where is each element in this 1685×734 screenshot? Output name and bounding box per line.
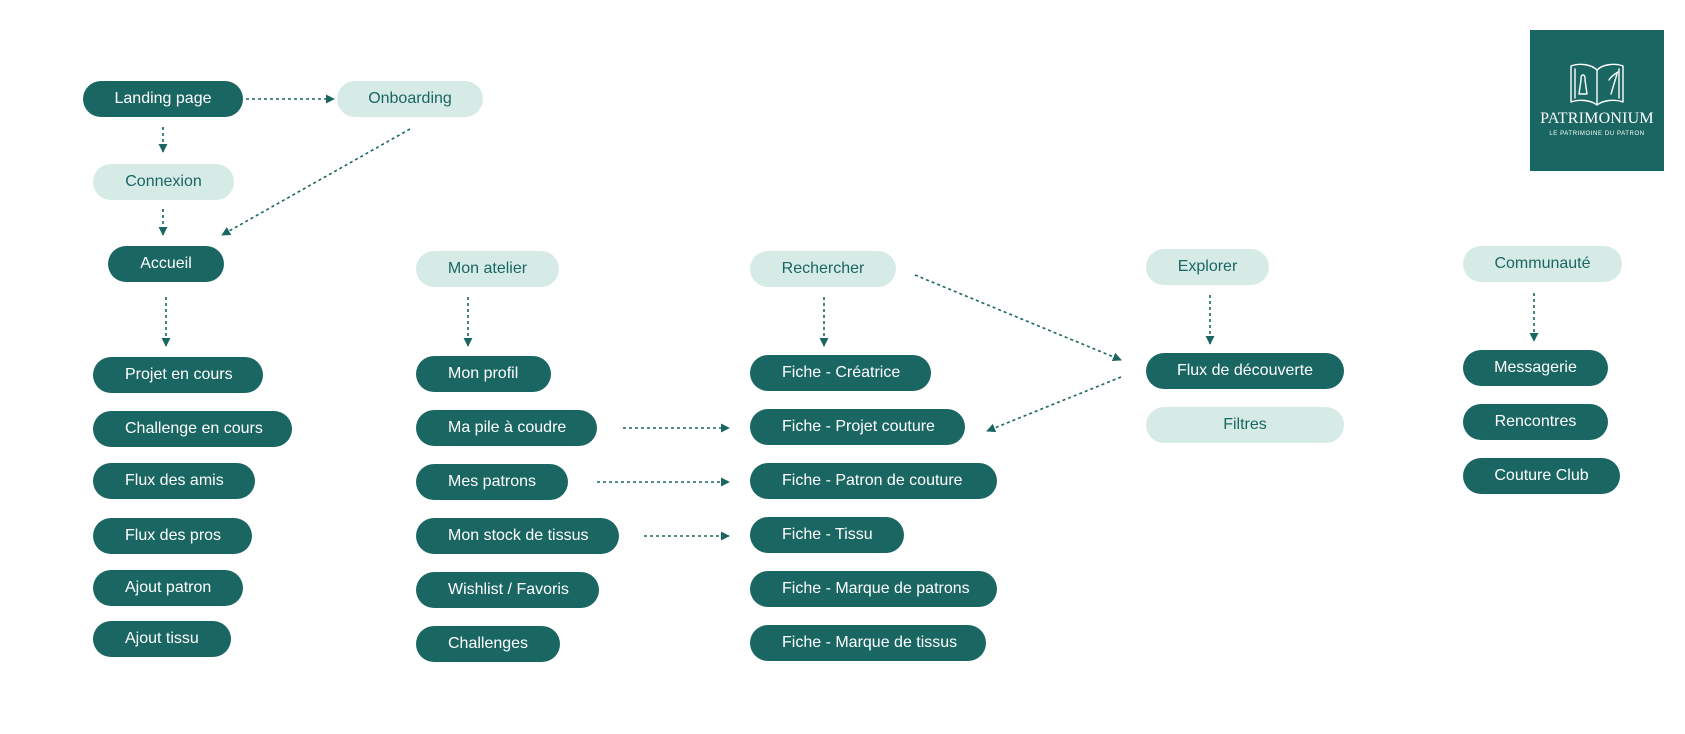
accueil-item-ajout-patron: Ajout patron xyxy=(93,570,243,606)
atelier-item-mon-stock-de-tissus: Mon stock de tissus xyxy=(416,518,619,554)
atelier-item-challenges: Challenges xyxy=(416,626,560,662)
rechercher-item-fiche-creatrice: Fiche - Créatrice xyxy=(750,355,931,391)
patrimonium-logo: PATRIMONIUM LE PATRIMOINE DU PATRON xyxy=(1530,30,1664,171)
rechercher-item-fiche-projet-couture: Fiche - Projet couture xyxy=(750,409,965,445)
rechercher-node: Rechercher xyxy=(750,251,896,287)
communaute-item-couture-club: Couture Club xyxy=(1463,458,1620,494)
connexion-node: Connexion xyxy=(93,164,234,200)
communaute-item-rencontres: Rencontres xyxy=(1463,404,1608,440)
accueil-item-projet-en-cours: Projet en cours xyxy=(93,357,263,393)
arrow-flux-to-projet xyxy=(986,376,1122,433)
atelier-item-mes-patrons: Mes patrons xyxy=(416,464,568,500)
rechercher-item-fiche-marque-de-tissus: Fiche - Marque de tissus xyxy=(750,625,986,661)
logo-tagline-text: LE PATRIMOINE DU PATRON xyxy=(1549,131,1645,137)
communaute-item-messagerie: Messagerie xyxy=(1463,350,1608,386)
open-book-icon xyxy=(1570,63,1624,106)
rechercher-item-fiche-patron-de-couture: Fiche - Patron de couture xyxy=(750,463,997,499)
onboarding-node: Onboarding xyxy=(337,81,483,117)
rechercher-item-fiche-tissu: Fiche - Tissu xyxy=(750,517,904,553)
accueil-item-flux-des-pros: Flux des pros xyxy=(93,518,252,554)
accueil-item-flux-des-amis: Flux des amis xyxy=(93,463,255,499)
logo-brand-text: PATRIMONIUM xyxy=(1540,110,1654,127)
arrow-rechercher-to-flux xyxy=(914,274,1122,362)
accueil-node: Accueil xyxy=(108,246,224,282)
communaute-node: Communauté xyxy=(1463,246,1622,282)
explorer-item-flux-de-decouverte: Flux de découverte xyxy=(1146,353,1344,389)
explorer-item-filtres: Filtres xyxy=(1146,407,1344,443)
rechercher-item-fiche-marque-de-patrons: Fiche - Marque de patrons xyxy=(750,571,997,607)
landing-page-node: Landing page xyxy=(83,81,243,117)
atelier-item-mon-profil: Mon profil xyxy=(416,356,551,392)
atelier-item-ma-pile-a-coudre: Ma pile à coudre xyxy=(416,410,597,446)
explorer-node: Explorer xyxy=(1146,249,1269,285)
accueil-item-challenge-en-cours: Challenge en cours xyxy=(93,411,292,447)
arrow-onboarding-to-accueil xyxy=(221,128,411,236)
atelier-item-wishlist-favoris: Wishlist / Favoris xyxy=(416,572,599,608)
mon-atelier-node: Mon atelier xyxy=(416,251,559,287)
accueil-item-ajout-tissu: Ajout tissu xyxy=(93,621,231,657)
